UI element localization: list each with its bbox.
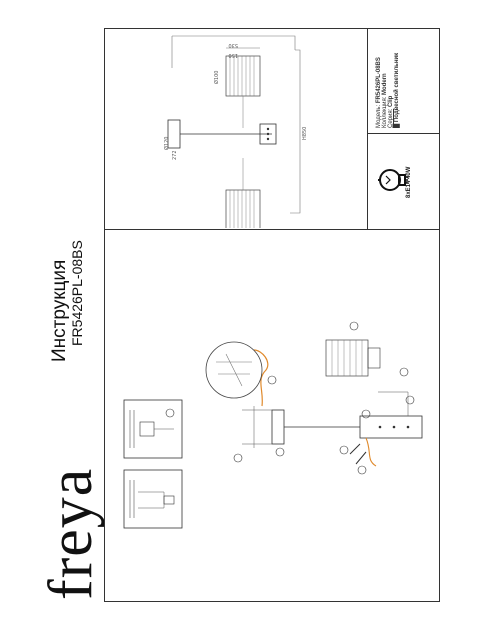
brand-logo: freya <box>37 467 105 600</box>
dim-arm: 150 <box>228 52 238 58</box>
mount-inset-1 <box>123 399 183 459</box>
hub <box>259 123 277 145</box>
diagram-frame <box>104 28 440 602</box>
type-value: Подвесной светильник <box>394 52 400 123</box>
dim-canopy: Ø120 <box>163 137 170 150</box>
assembly-shade <box>325 339 369 377</box>
zoom-detail <box>205 341 263 399</box>
dimension-drawing: 530 150 Ø100 Ø120 272 Н850 <box>163 35 308 228</box>
bulb-icon <box>378 169 408 191</box>
wire <box>253 349 269 407</box>
collection-value: Modern <box>382 73 388 95</box>
callout-7 <box>339 445 349 455</box>
dim-width: 530 <box>228 42 238 48</box>
callout-5 <box>361 409 371 419</box>
assembly-canopy <box>271 409 285 445</box>
callout-6 <box>357 465 367 475</box>
canopy <box>167 119 181 149</box>
document-model-number: FR5426PL-08BS <box>69 240 85 346</box>
frame-divider <box>104 229 440 230</box>
shade-bottom <box>225 189 261 228</box>
callout-9 <box>405 395 415 405</box>
callout-2 <box>233 453 243 463</box>
shade-top <box>225 55 261 97</box>
dim-shade: Ø100 <box>213 71 220 84</box>
callout-4 <box>275 447 285 457</box>
callout-3 <box>267 375 277 385</box>
dim-height-min: 272 <box>172 150 178 160</box>
assembly-drawing <box>123 321 423 529</box>
dim-height-max: Н850 <box>302 127 308 140</box>
info-divider <box>367 28 368 229</box>
product-info: Модель: FR5426PL-08BS Коллекция: Modern … <box>376 53 400 128</box>
callout-10 <box>399 367 409 377</box>
document-title: Инструкция <box>49 259 70 362</box>
pendant-icon: █ <box>394 123 400 128</box>
info-box-divider <box>367 133 440 134</box>
callout-8 <box>165 408 175 418</box>
mount-inset-2 <box>123 469 183 529</box>
bulb-spec: 8xE14 40W <box>406 166 412 198</box>
callout-11 <box>349 321 359 331</box>
assembly-hub <box>359 415 423 439</box>
hub-wire <box>365 437 377 467</box>
